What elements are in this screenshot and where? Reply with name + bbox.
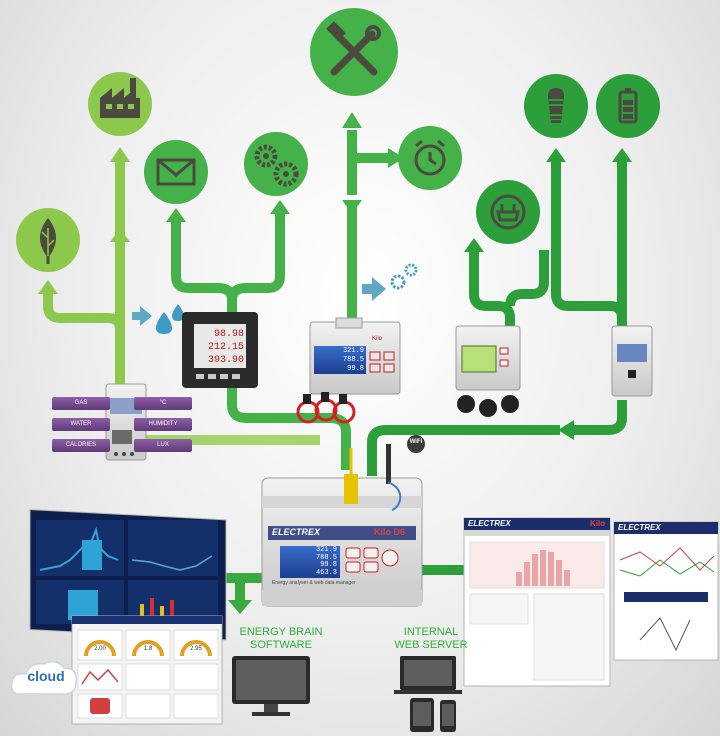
line-plug-right (505, 250, 549, 307)
dashboard-value-2: 1.8 (143, 646, 153, 652)
cts-meter-brand: Kilo (372, 336, 383, 342)
arrow-tools-up (342, 112, 362, 128)
arrow-plug (464, 238, 484, 252)
main-device-brand-right: Kilo D6 (374, 527, 406, 537)
cloud-label: cloud (27, 668, 65, 684)
arrow-right-main (558, 420, 574, 440)
sensor-tag-calories: CALORIES (52, 439, 110, 452)
envelope-icon (156, 158, 196, 186)
alarm-clock-icon (414, 139, 446, 176)
plug-node (476, 180, 540, 244)
panel-meter-readout: 98.98 212.15 393.90 (198, 328, 244, 367)
main-device-readout: 321.9 788.5 99.8 463.3 (283, 546, 337, 577)
sensor-tag-lux: LUX (134, 439, 192, 452)
arrow-cts-gear (362, 277, 386, 301)
battery-icon (618, 88, 638, 124)
cts-meter (296, 317, 401, 424)
arrow-alarm (388, 148, 404, 168)
cts-reading-2: 788.5 (342, 356, 364, 364)
web-server-label: INTERNAL WEB SERVER (386, 626, 476, 652)
plug-icon (490, 194, 526, 230)
panel-reading-3: 393.90 (207, 355, 244, 366)
arrow-software (228, 600, 252, 614)
tools-node (310, 8, 398, 96)
webserver-model: Kilo (590, 519, 606, 528)
sensor-tag-gas: GAS (52, 397, 110, 410)
leaf-node (16, 208, 80, 272)
main-reading-4: 463.3 (315, 568, 337, 577)
arrow-envelope (166, 208, 186, 222)
factory-icon (100, 78, 140, 118)
tablet-icon (410, 698, 434, 732)
panel-meter (182, 312, 258, 388)
gears-node (244, 132, 308, 196)
alarm-node (398, 126, 462, 190)
arrow-battery (612, 148, 632, 162)
main-device-caption: Energy analyser & web data manager (272, 580, 356, 586)
small-gears-icon (390, 263, 418, 290)
water-drops-icon (156, 304, 184, 334)
cts-reading-1: 321.9 (342, 347, 364, 355)
dashboard-value-1: 2.00 (94, 646, 106, 652)
gears-icon (254, 144, 299, 187)
bulb-icon (548, 88, 564, 123)
cts-reading-3: 99.8 (347, 365, 364, 373)
clamp-meter (455, 325, 521, 417)
energy-brain-line-2: SOFTWARE (250, 639, 312, 651)
arrow-leaf (38, 280, 58, 294)
panel-reading-1: 98.98 (213, 329, 244, 340)
arrow-bulb (546, 148, 566, 162)
webserver-brand-2: ELECTREX (618, 523, 661, 532)
sensor-tag-humidity: HUMIDITY (134, 418, 192, 431)
arrow-factory-mid (110, 228, 130, 242)
web-server-line-1: INTERNAL (403, 626, 459, 638)
webserver-screenshots (463, 517, 719, 687)
panel-reading-2: 212.15 (207, 342, 244, 353)
battery-node (596, 74, 660, 138)
dashboard-value-3: 2.95 (190, 646, 202, 652)
main-reading-2: 788.5 (315, 553, 337, 562)
arrow-gears (270, 200, 290, 214)
web-server-line-2: WEB SERVER (394, 639, 468, 651)
tools-icon (326, 21, 381, 76)
main-reading-1: 321.9 (315, 546, 337, 554)
cloud-icon (10, 661, 77, 695)
bulb-node (524, 74, 588, 138)
arrow-heads (38, 112, 632, 614)
webserver-brand: ELECTREX (468, 519, 511, 528)
arrow-water (132, 306, 152, 326)
software-screenshots (29, 509, 227, 725)
line-trunk-to-main (227, 380, 351, 470)
monitor-icon (232, 656, 310, 716)
line-gears (227, 210, 285, 301)
line-envelope (171, 218, 237, 301)
line-right-meter (574, 400, 627, 435)
small-meter (611, 325, 653, 397)
wifi-icon (407, 435, 425, 453)
sensor-tag-temperature: °C (134, 397, 192, 410)
line-right-main (367, 425, 560, 476)
line-bulb (551, 160, 627, 330)
wifi-badge-label: WiFi (409, 439, 423, 445)
energy-brain-label: ENERGY BRAIN SOFTWARE (226, 626, 336, 652)
main-device-brand-left: ELECTREX (272, 527, 321, 537)
energy-brain-line-1: ENERGY BRAIN (239, 626, 323, 638)
laptop-icon (394, 656, 462, 694)
main-device (261, 444, 423, 607)
sensor-tag-water: WATER (52, 418, 110, 431)
phone-icon (440, 700, 456, 732)
arrow-tools-down (342, 200, 362, 214)
main-reading-3: 99.8 (320, 561, 337, 569)
cts-meter-readout: 321.9 788.5 99.8 (316, 347, 364, 374)
factory-node (88, 72, 152, 136)
line-plug (469, 248, 515, 340)
envelope-node (144, 140, 208, 204)
arrow-factory (110, 147, 130, 162)
